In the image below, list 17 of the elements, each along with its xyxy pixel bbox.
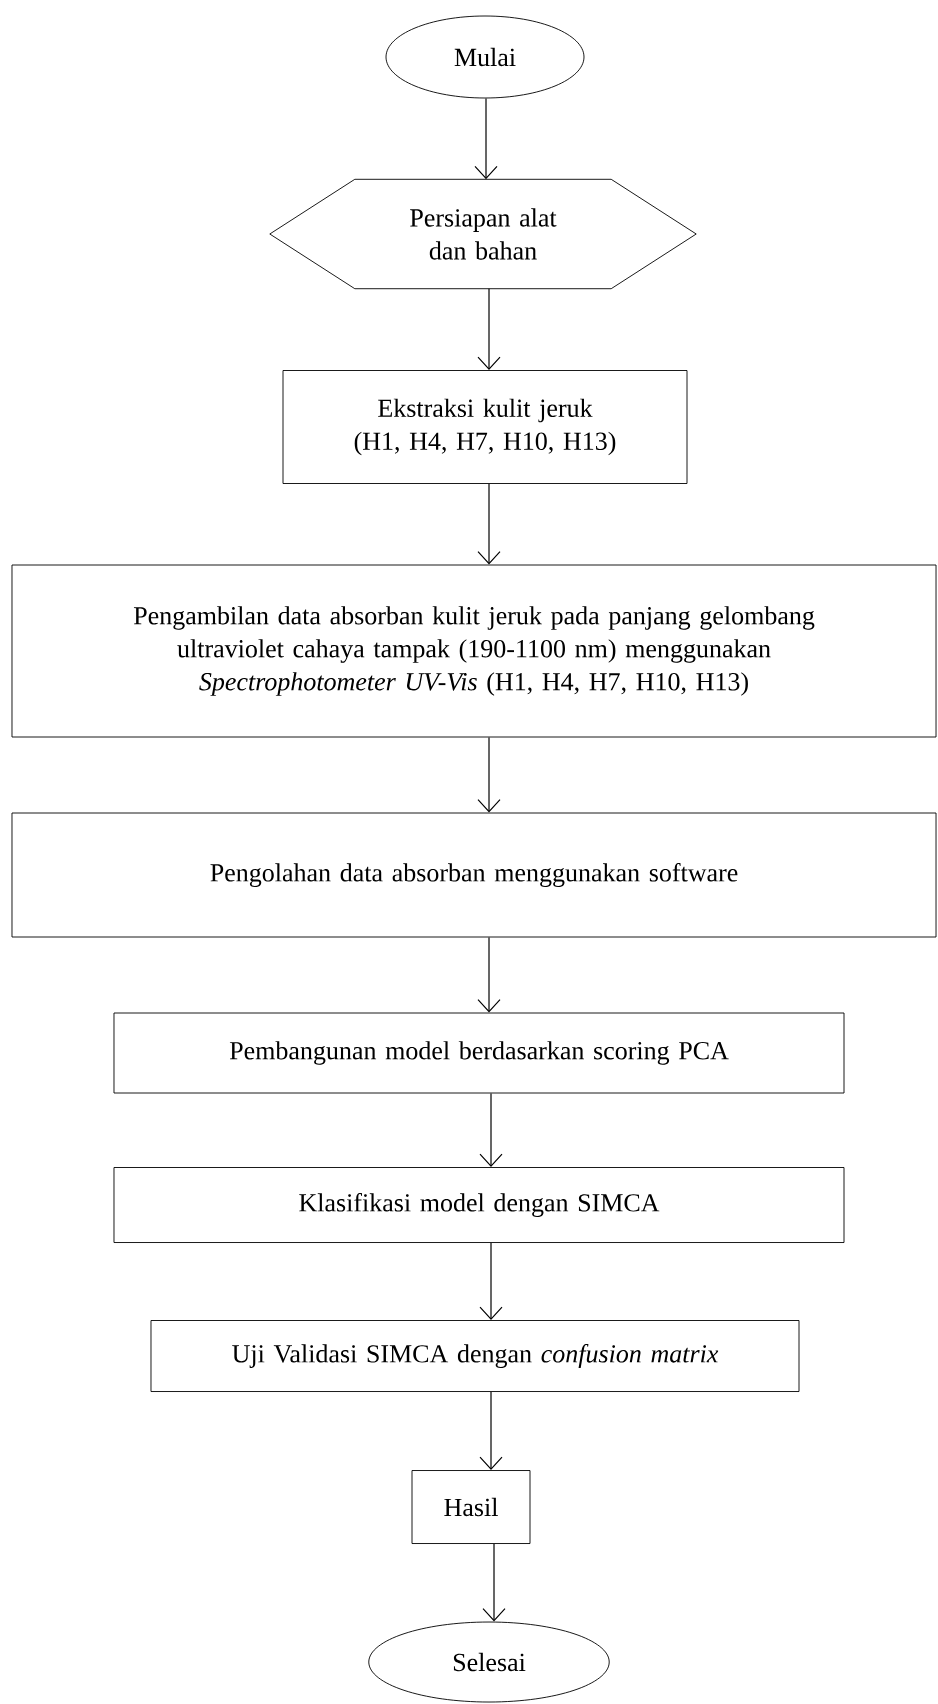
arrow: [477, 483, 501, 565]
arrow: [482, 1543, 506, 1622]
arrow: [477, 288, 501, 371]
arrow: [479, 1242, 503, 1321]
arrow: [474, 97, 498, 180]
process-box: Pengolahan data absorban menggunakan software: [11, 812, 937, 938]
arrow: [479, 1092, 503, 1168]
process-box: Ekstraksi kulit jeruk (H1, H4, H7, H10, H13): [282, 370, 688, 484]
preparation-hexagon: Persiapan alat dan bahan: [269, 178, 697, 290]
arrow: [479, 1391, 503, 1471]
process-box: Pembangunan model berdasarkan scoring PCA: [113, 1012, 845, 1094]
process-box: Klasifikasi model dengan SIMCA: [113, 1167, 845, 1243]
process-box: Hasil: [411, 1470, 531, 1544]
arrow: [477, 936, 501, 1013]
process-box: Pengambilan data absorban kulit jeruk pada panjang gelombang ultraviolet cahaya tampak (190-1100 nm) menggunakan Spectrophotometer UV-Vis (H1, H4, H7, H10, H13): [11, 564, 937, 738]
process-box: Uji Validasi SIMCA dengan confusion matrix: [150, 1320, 800, 1392]
arrow: [477, 736, 501, 813]
